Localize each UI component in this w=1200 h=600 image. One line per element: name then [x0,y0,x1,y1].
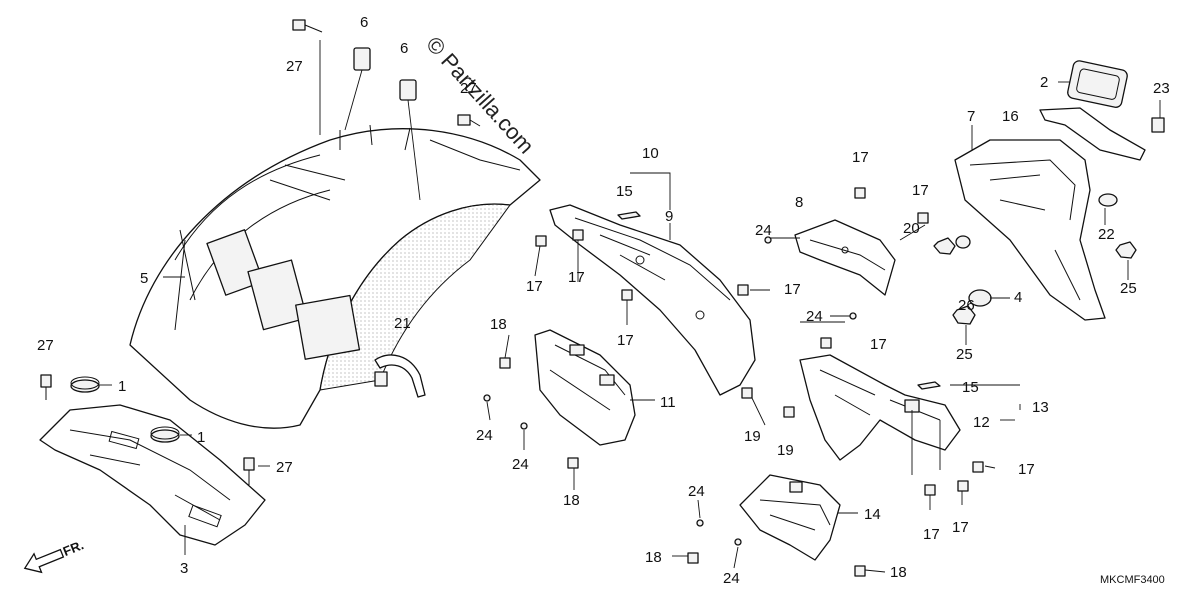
callout-20: 20 [903,220,920,237]
callout-12: 12 [973,414,990,431]
bracket-16-part [1039,107,1146,161]
callout-6: 6 [360,14,368,31]
front-direction-arrow: FR. [23,537,86,574]
callout-3: 3 [180,560,188,577]
bulb-22 [1098,193,1118,207]
diagram-code: MKCMF3400 [1100,574,1165,586]
callout-8: 8 [795,194,803,211]
rear-cowl-part [954,139,1106,321]
callout-5: 5 [140,270,148,287]
callout-17: 17 [526,278,543,295]
callout-17: 17 [784,281,801,298]
callout-24: 24 [512,456,529,473]
screws [483,187,984,577]
callout-15: 15 [616,183,633,200]
callout-17: 17 [852,149,869,166]
callout-9: 9 [665,208,673,225]
callout-17: 17 [568,269,585,286]
bracket-8-part [794,219,896,296]
callout-27: 27 [460,80,477,97]
callout-6: 6 [400,40,408,57]
callout-16: 16 [1002,108,1019,125]
callout-11: 11 [660,394,676,411]
strip-15b [917,381,941,390]
strip-15a [617,211,641,220]
side-cover-part [549,204,756,396]
clip-6b [399,79,417,101]
grommet-1a [70,376,100,393]
clip-6a [353,47,371,71]
direction-label: FR. [61,537,86,559]
callout-17: 17 [912,182,929,199]
callout-13: 13 [1032,399,1049,416]
callout-4: 4 [1014,289,1022,306]
reflector-part [1067,60,1128,108]
bolt-27c [40,374,52,400]
callout-2: 2 [1040,74,1048,91]
nut-20 [933,237,956,255]
callout-24: 24 [476,427,493,444]
bolt-27b [457,114,481,127]
lower-cover-part [799,354,961,461]
callout-24: 24 [755,222,772,239]
callout-25: 25 [956,346,973,363]
callout-27: 27 [276,459,293,476]
callout-labels: 27 6 6 27 5 21 27 1 1 27 3 10 15 9 17 17… [37,14,1170,587]
nut-25a [1115,241,1137,259]
callout-10: 10 [642,145,659,162]
callout-19: 19 [777,442,794,459]
bolt-27d [243,457,255,485]
callout-17: 17 [870,336,887,353]
callout-18: 18 [563,492,580,509]
bracket-14-part [739,474,841,561]
callout-22: 22 [1098,226,1115,243]
callout-17: 17 [617,332,634,349]
nut-25b [952,305,976,325]
callout-27: 27 [37,337,54,354]
callout-25: 25 [1120,280,1137,297]
washer [955,235,971,249]
callout-7: 7 [967,108,975,125]
bolt-27a [292,19,323,33]
callout-27: 27 [286,58,303,75]
callout-23: 23 [1153,80,1170,97]
callout-1: 1 [197,429,205,446]
leader-lines [98,40,1161,573]
under-bracket-part [39,404,266,546]
callout-24: 24 [806,308,823,325]
callout-17: 17 [1018,461,1035,478]
rear-fender-part [129,124,541,429]
callout-24: 24 [723,570,740,587]
grommet-1b [150,426,180,443]
callout-14: 14 [864,506,881,523]
callout-21: 21 [394,315,411,332]
callout-18: 18 [490,316,507,333]
inner-cover-part [534,329,636,446]
callout-18: 18 [890,564,907,581]
bolt-23 [1151,117,1165,133]
callout-18: 18 [645,549,662,566]
callout-1: 1 [118,378,126,395]
callout-19: 19 [744,428,761,445]
callout-26: 26 [958,297,975,314]
callout-17: 17 [923,526,940,543]
callout-24: 24 [688,483,705,500]
callout-15: 15 [962,379,979,396]
callout-17: 17 [952,519,969,536]
